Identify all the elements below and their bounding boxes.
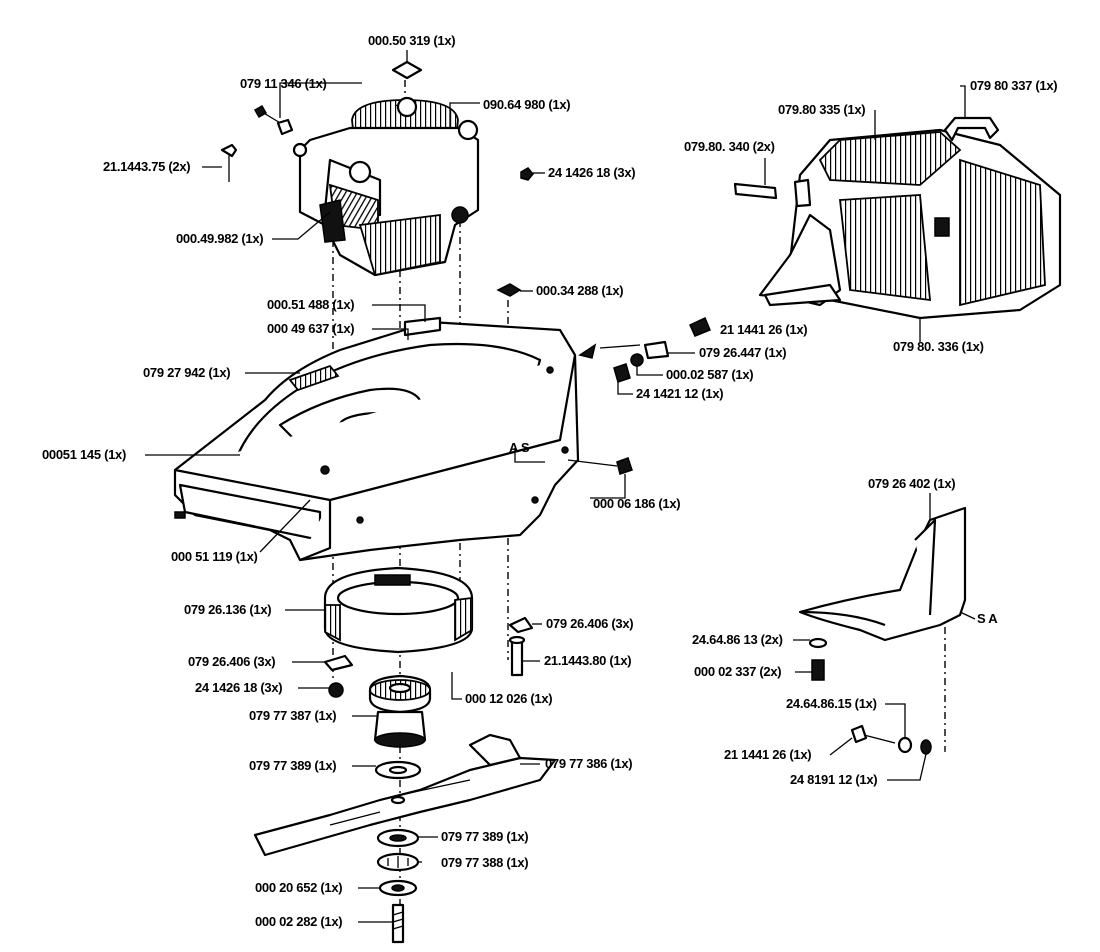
label-00002587: 000.02 587 (1x): [666, 367, 753, 382]
label-24142112: 24 1421 12 (1x): [636, 386, 723, 401]
mower-deck: [173, 316, 580, 562]
label-07926136: 079 26.136 (1x): [184, 602, 271, 617]
blade-hub: [368, 674, 432, 780]
label-07980340: 079.80. 340 (2x): [684, 139, 775, 154]
label-07980337: 079 80 337 (1x): [970, 78, 1057, 93]
label-00012026: 000 12 026 (1x): [465, 691, 552, 706]
label-07911346: 079 11 346 (1x): [240, 76, 327, 91]
label-00051488: 000.51 488 (1x): [267, 297, 354, 312]
label-00050319: 000.50 319 (1x): [368, 33, 455, 48]
label-S-A: S A: [977, 611, 998, 626]
label-00049637: 000 49 637 (1x): [267, 321, 354, 336]
label-07927942: 079 27 942 (1x): [143, 365, 230, 380]
blade-washers-bolt: [376, 828, 420, 944]
label-07980335: 079.80 335 (1x): [778, 102, 865, 117]
ring-fasteners: [323, 616, 534, 698]
label-21144126-top: 21 1441 26 (1x): [720, 322, 807, 337]
leader-lines: [145, 50, 976, 923]
grass-catcher: [733, 116, 1062, 320]
label-24142618-top: 24 1426 18 (3x): [548, 165, 635, 180]
engine-cap: [396, 96, 418, 118]
label-07977389-bottom: 079 77 389 (1x): [441, 829, 528, 844]
label-09064980: 090.64 980 (1x): [483, 97, 570, 112]
label-07977388: 079 77 388 (1x): [441, 855, 528, 870]
label-07926447: 079 26.447 (1x): [699, 345, 786, 360]
part-labels: 000.50 319 (1x) 079 11 346 (1x) 090.64 9…: [42, 33, 1058, 929]
label-A-S: A S: [509, 440, 530, 455]
label-07977389-top: 079 77 389 (1x): [249, 758, 336, 773]
label-00051145: 00051 145 (1x): [42, 447, 126, 462]
label-24648615: 24.64.86.15 (1x): [786, 696, 877, 711]
deflector-assembly: [798, 506, 967, 755]
blade-housing-ring: [323, 566, 474, 654]
label-07980336: 079 80. 336 (1x): [893, 339, 984, 354]
label-07926406-right: 079 26.406 (3x): [546, 616, 633, 631]
label-07926406-left: 079 26.406 (3x): [188, 654, 275, 669]
label-00002282: 000 02 282 (1x): [255, 914, 342, 929]
label-21144375: 21.1443.75 (2x): [103, 159, 190, 174]
label-07977386: 079 77 386 (1x): [545, 756, 632, 771]
label-21144380: 21.1443.80 (1x): [544, 653, 631, 668]
engine-fasteners: [220, 104, 534, 297]
label-00020652: 000 20 652 (1x): [255, 880, 342, 895]
label-00049982: 000.49.982 (1x): [176, 231, 263, 246]
label-21144126-bottom: 21 1441 26 (1x): [724, 747, 811, 762]
label-24648613: 24.64.86 13 (2x): [692, 632, 783, 647]
label-24819112: 24 8191 12 (1x): [790, 772, 877, 787]
air-filter-cover: [391, 60, 423, 80]
label-00034288: 000.34 288 (1x): [536, 283, 623, 298]
label-07926402: 079 26 402 (1x): [868, 476, 955, 491]
label-07977387: 079 77 387 (1x): [249, 708, 336, 723]
mower-blade: [253, 733, 557, 857]
label-00006186: 000 06 186 (1x): [593, 496, 680, 511]
label-00002337: 000 02 337 (2x): [694, 664, 781, 679]
handle-clamp-parts: [567, 316, 711, 475]
label-00051119: 000 51 119 (1x): [171, 549, 258, 564]
label-24142618-bottom: 24 1426 18 (3x): [195, 680, 282, 695]
engine: [292, 60, 480, 277]
